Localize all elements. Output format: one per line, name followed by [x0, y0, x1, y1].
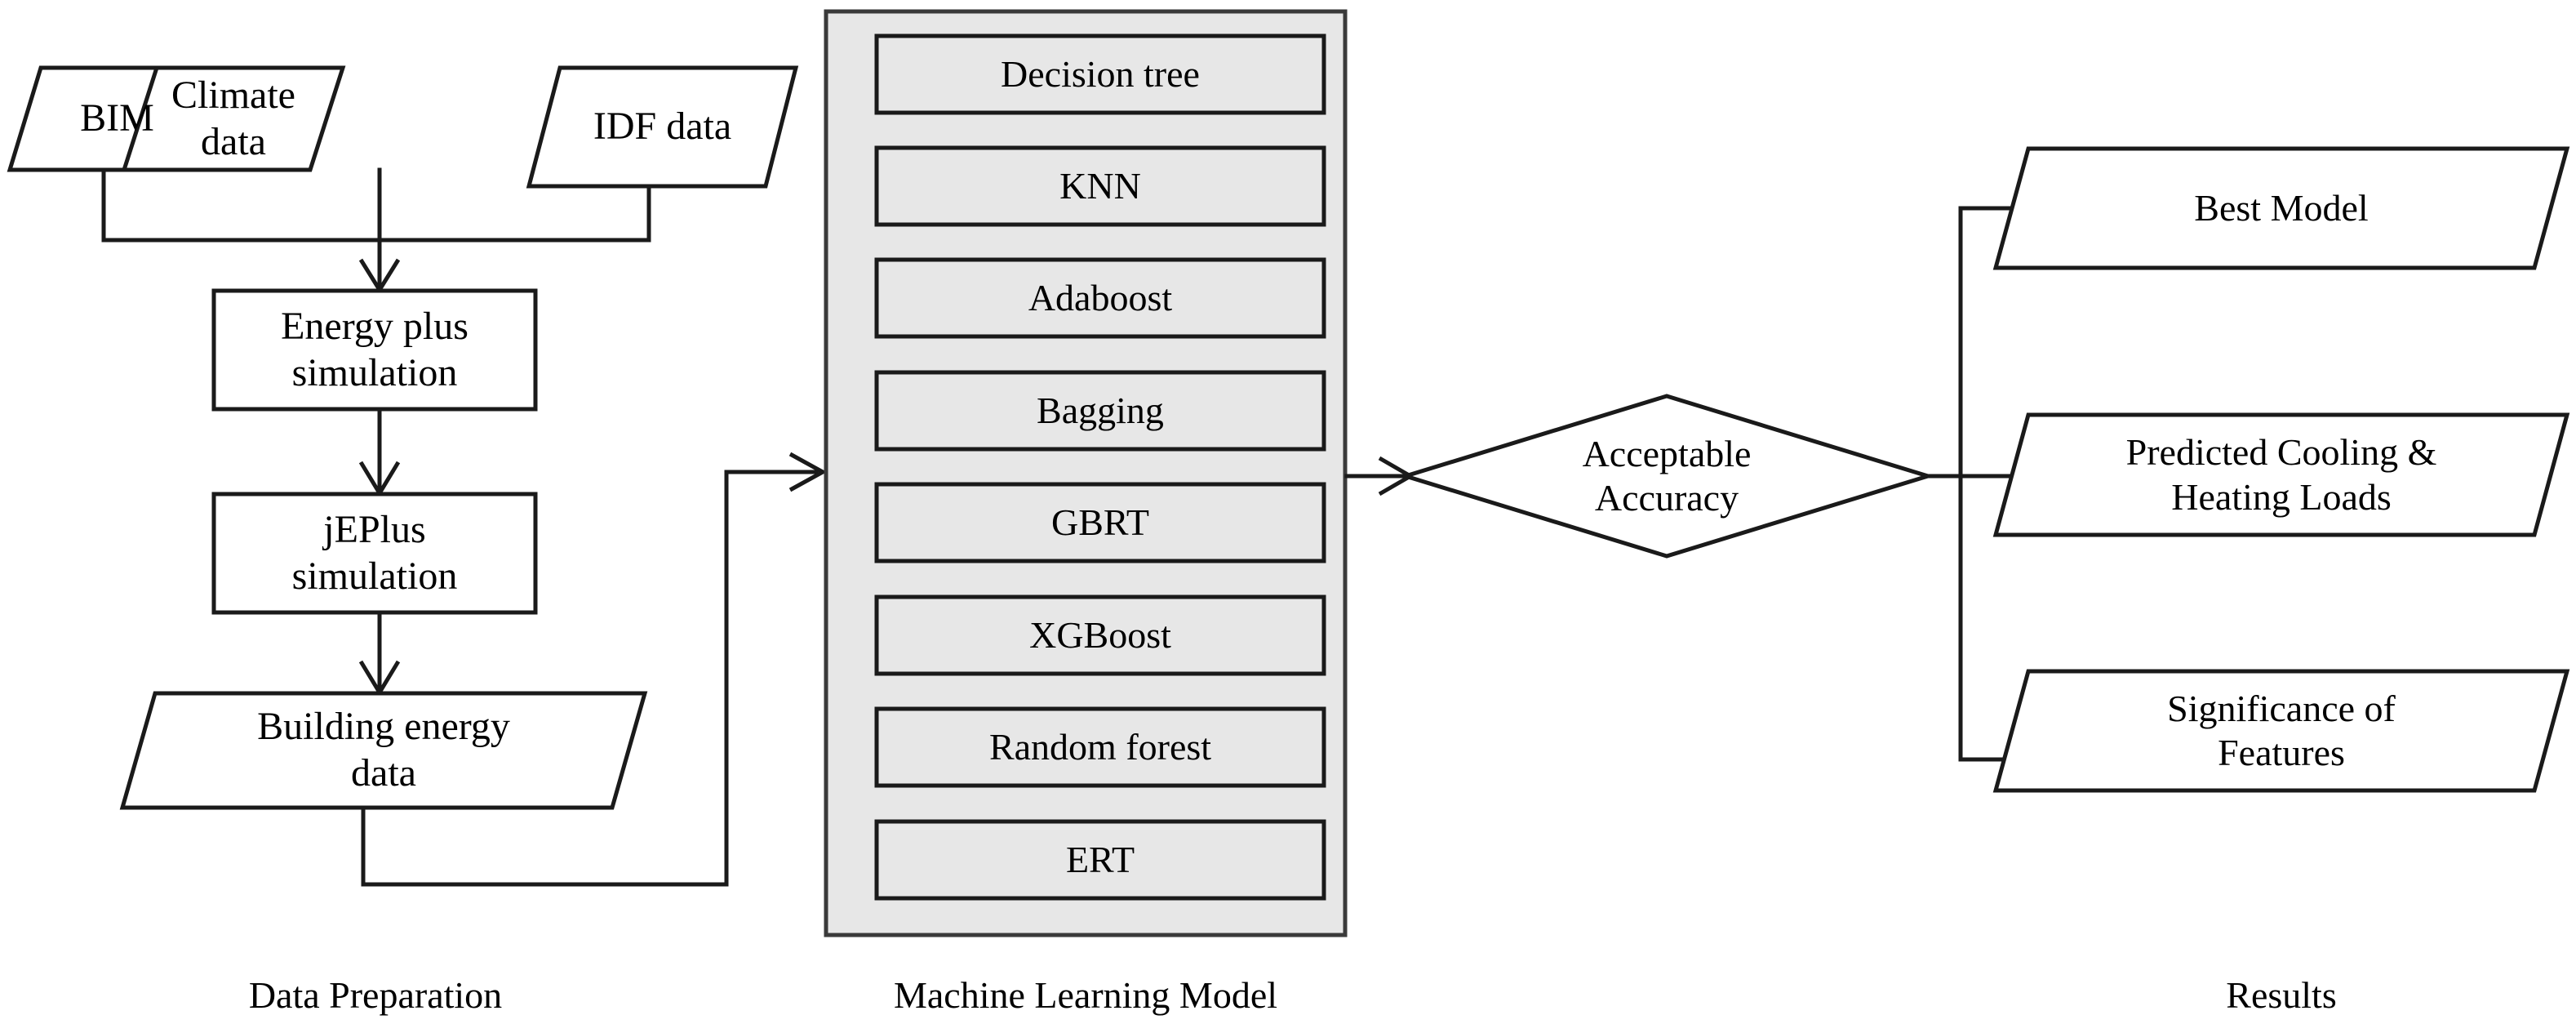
shape-significance-of-features[interactable]: [1992, 669, 2570, 793]
shape-climate-data[interactable]: [121, 65, 346, 172]
ml-box-decision-tree[interactable]: [874, 33, 1326, 115]
connector-idf-to-bus: [377, 184, 651, 243]
shape-predicted-loads[interactable]: [1992, 412, 2570, 537]
shape-acceptable-accuracy[interactable]: [1398, 394, 1935, 559]
arrowhead-into-ml-panel: [788, 452, 828, 492]
ml-box-random-forest[interactable]: [874, 706, 1326, 788]
ml-box-gbrt[interactable]: [874, 482, 1326, 563]
ml-box-ert[interactable]: [874, 819, 1326, 901]
shape-building-energy-data[interactable]: [119, 691, 648, 810]
shape-jeplus-simulation[interactable]: [211, 492, 538, 615]
shape-energy-plus-simulation[interactable]: [211, 288, 538, 412]
connector-building-data-to-ml-panel: [361, 470, 819, 887]
ml-box-knn[interactable]: [874, 145, 1326, 227]
shape-idf-data[interactable]: [526, 65, 799, 189]
ml-box-bagging[interactable]: [874, 370, 1326, 452]
ml-box-xgboost[interactable]: [874, 594, 1326, 676]
shape-best-model[interactable]: [1992, 146, 2570, 270]
section-label-data-preparation: Data Preparation: [248, 974, 503, 1016]
ml-box-adaboost[interactable]: [874, 257, 1326, 339]
section-label-machine-learning-model: Machine Learning Model: [893, 974, 1278, 1016]
section-label-results: Results: [2226, 974, 2337, 1016]
connector-bim-to-bus: [101, 167, 382, 243]
